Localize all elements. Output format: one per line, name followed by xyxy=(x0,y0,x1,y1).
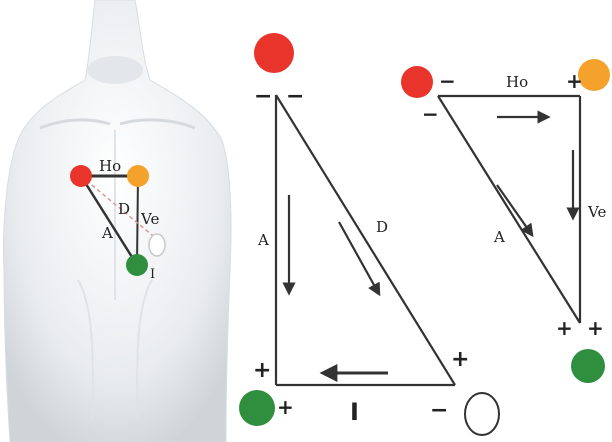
nehb-sign-red-top: − xyxy=(439,69,456,93)
nehb-label-ho: Ho xyxy=(506,73,528,91)
torso-label-ve: Ve xyxy=(140,210,159,228)
einthoven-sign-bottom-right-minus: − xyxy=(430,398,448,423)
nehb-green-electrode xyxy=(571,349,605,383)
torso-label-a: A xyxy=(101,224,113,242)
einthoven-sign-bottom-left-top: + xyxy=(253,358,271,383)
einthoven-red-electrode xyxy=(254,33,294,73)
nehb-sign-green-right: + xyxy=(587,316,604,340)
nehb-a-edge xyxy=(438,96,580,323)
torso-label-i: I xyxy=(150,267,155,282)
torso-orange-electrode xyxy=(127,165,149,187)
einthoven-sign-bottom-left-bottom: + xyxy=(277,395,294,419)
nehb-sign-orange-plus: + xyxy=(566,69,583,93)
einthoven-sign-red-left: − xyxy=(254,84,272,109)
einthoven-d-arrow xyxy=(339,222,379,294)
torso-neck-shade xyxy=(87,56,143,84)
einthoven-white-electrode xyxy=(465,393,499,435)
nehb-panel: Ho A Ve − − + + + xyxy=(401,59,610,383)
einthoven-green-electrode xyxy=(239,390,275,426)
torso-red-electrode xyxy=(70,165,92,187)
einthoven-d-edge xyxy=(276,95,455,385)
einthoven-label-a: A xyxy=(257,231,269,249)
torso-figure: Ho D Ve A I xyxy=(4,0,232,442)
nehb-orange-electrode xyxy=(578,59,610,91)
torso-ve-line xyxy=(137,176,138,265)
torso-green-electrode xyxy=(126,254,148,276)
einthoven-sign-red-right: − xyxy=(286,84,304,109)
nehb-sign-green-left: + xyxy=(556,316,573,340)
einthoven-label-i: I xyxy=(350,398,359,426)
nehb-red-electrode xyxy=(401,66,433,98)
torso-gray-electrode xyxy=(149,234,165,256)
nehb-sign-red-bottom: − xyxy=(422,102,439,126)
einthoven-sign-bottom-right-plus: + xyxy=(451,347,469,372)
einthoven-label-d: D xyxy=(376,218,388,236)
einthoven-panel: A D I − − + + + − xyxy=(239,33,499,435)
nehb-label-a: A xyxy=(493,228,505,246)
nehb-label-ve: Ve xyxy=(587,203,606,221)
torso-label-d: D xyxy=(118,200,130,218)
torso-label-ho: Ho xyxy=(99,157,121,175)
